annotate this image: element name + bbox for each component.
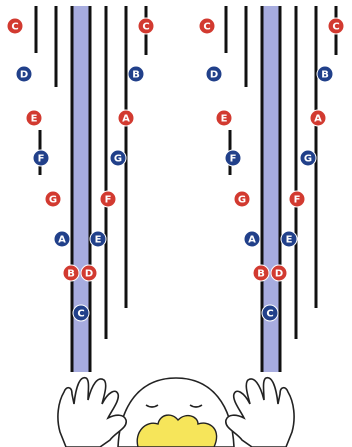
note-a-blue-right: A	[244, 231, 260, 247]
note-label: G	[238, 195, 246, 206]
note-b-blue-left: B	[128, 66, 144, 82]
note-label: D	[275, 269, 283, 280]
note-label: G	[49, 195, 57, 206]
note-label: D	[20, 70, 28, 81]
note-label: F	[38, 154, 45, 165]
note-e-blue-right: E	[281, 231, 297, 247]
note-f-blue-right: F	[225, 150, 241, 166]
note-label: B	[257, 269, 265, 280]
note-label: C	[142, 22, 149, 33]
note-g-red-left: G	[45, 191, 61, 207]
note-label: E	[286, 235, 293, 246]
right-hand	[226, 378, 294, 447]
note-c-red-left: C	[138, 18, 154, 34]
note-label: C	[203, 22, 210, 33]
note-label: C	[266, 309, 273, 320]
note-g-blue-right: G	[300, 150, 316, 166]
note-a-red-left: A	[118, 110, 134, 126]
note-label: A	[314, 114, 322, 125]
note-e-blue-left: E	[90, 231, 106, 247]
note-d-red-right: D	[271, 265, 287, 281]
note-label: A	[122, 114, 130, 125]
note-c-blue-left: C	[73, 305, 89, 321]
note-c-red-left: C	[7, 18, 23, 34]
note-c-red-right: C	[199, 18, 215, 34]
note-label: B	[67, 269, 75, 280]
note-a-red-right: A	[310, 110, 326, 126]
note-f-red-right: F	[289, 191, 305, 207]
note-label: C	[11, 22, 18, 33]
note-label: D	[210, 70, 218, 81]
note-e-red-right: E	[216, 110, 232, 126]
note-e-red-left: E	[26, 110, 42, 126]
note-label: F	[230, 154, 237, 165]
note-g-red-right: G	[234, 191, 250, 207]
note-label: G	[304, 154, 312, 165]
note-label: B	[321, 70, 329, 81]
note-b-red-left: B	[63, 265, 79, 281]
note-d-blue-right: D	[206, 66, 222, 82]
note-f-red-left: F	[100, 191, 116, 207]
note-label: E	[31, 114, 38, 125]
note-b-red-right: B	[253, 265, 269, 281]
note-b-blue-right: B	[317, 66, 333, 82]
note-g-blue-left: G	[110, 150, 126, 166]
note-label: C	[332, 22, 339, 33]
note-f-blue-left: F	[33, 150, 49, 166]
note-label: E	[221, 114, 228, 125]
note-label: B	[132, 70, 140, 81]
note-label: D	[85, 269, 93, 280]
note-label: A	[248, 235, 256, 246]
note-c-red-right: C	[328, 18, 344, 34]
note-d-red-left: D	[81, 265, 97, 281]
note-label: G	[114, 154, 122, 165]
child-figure	[58, 378, 294, 447]
note-label: C	[77, 309, 84, 320]
left-hand	[58, 378, 126, 447]
note-c-blue-right: C	[262, 305, 278, 321]
note-label: F	[105, 195, 112, 206]
note-label: A	[58, 235, 66, 246]
note-label: F	[294, 195, 301, 206]
note-label: E	[95, 235, 102, 246]
note-a-blue-left: A	[54, 231, 70, 247]
note-d-blue-left: D	[16, 66, 32, 82]
